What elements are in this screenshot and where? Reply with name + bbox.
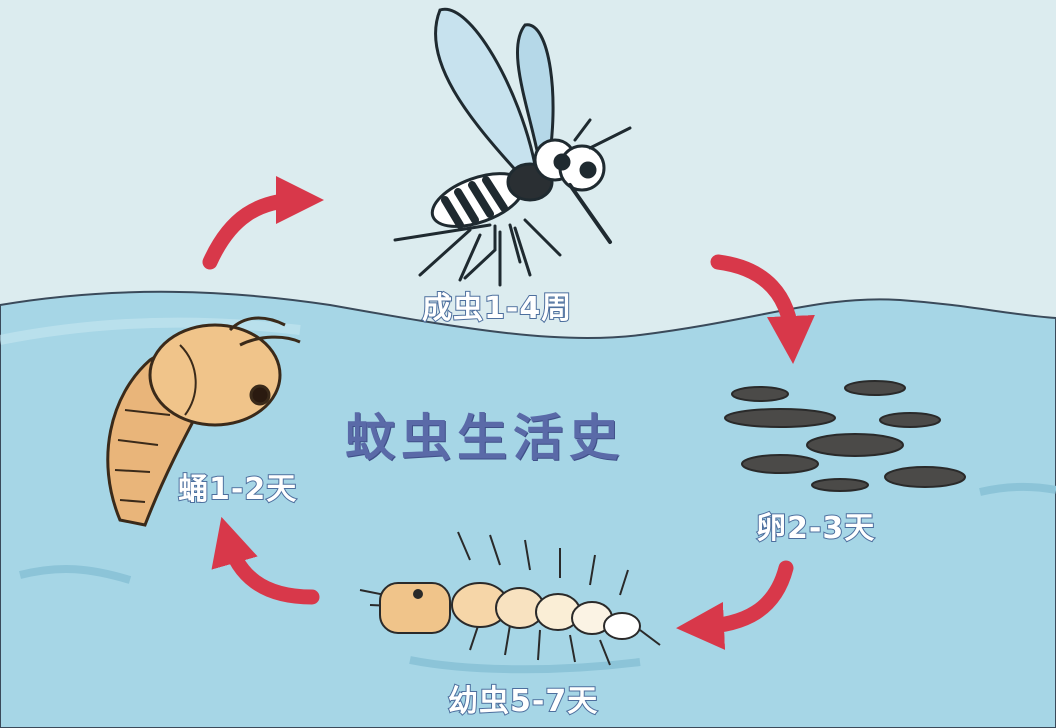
arrow-pupa-to-adult <box>202 176 324 270</box>
adult-mosquito-illustration <box>393 7 632 287</box>
larva-illustration <box>359 531 661 666</box>
eggs-illustration <box>724 380 966 492</box>
pupa-illustration <box>106 316 301 527</box>
water-ripple <box>19 565 132 584</box>
diagram-title: 蚊虫生活史 <box>345 409 625 467</box>
arrow-larva-to-pupa <box>211 516 320 605</box>
stage-label-adult: 成虫1-4周 <box>421 290 573 327</box>
stage-label-egg: 卵2-3天 <box>755 510 876 547</box>
stage-label-larva: 幼虫5-7天 <box>447 683 599 720</box>
water-ripple <box>979 482 1056 496</box>
arrow-adult-to-egg <box>710 254 815 364</box>
arrow-egg-to-larva <box>676 560 794 650</box>
water-shine <box>0 317 301 345</box>
water-ripple <box>409 656 641 674</box>
stage-label-pupa: 蛹1-2天 <box>177 471 298 508</box>
